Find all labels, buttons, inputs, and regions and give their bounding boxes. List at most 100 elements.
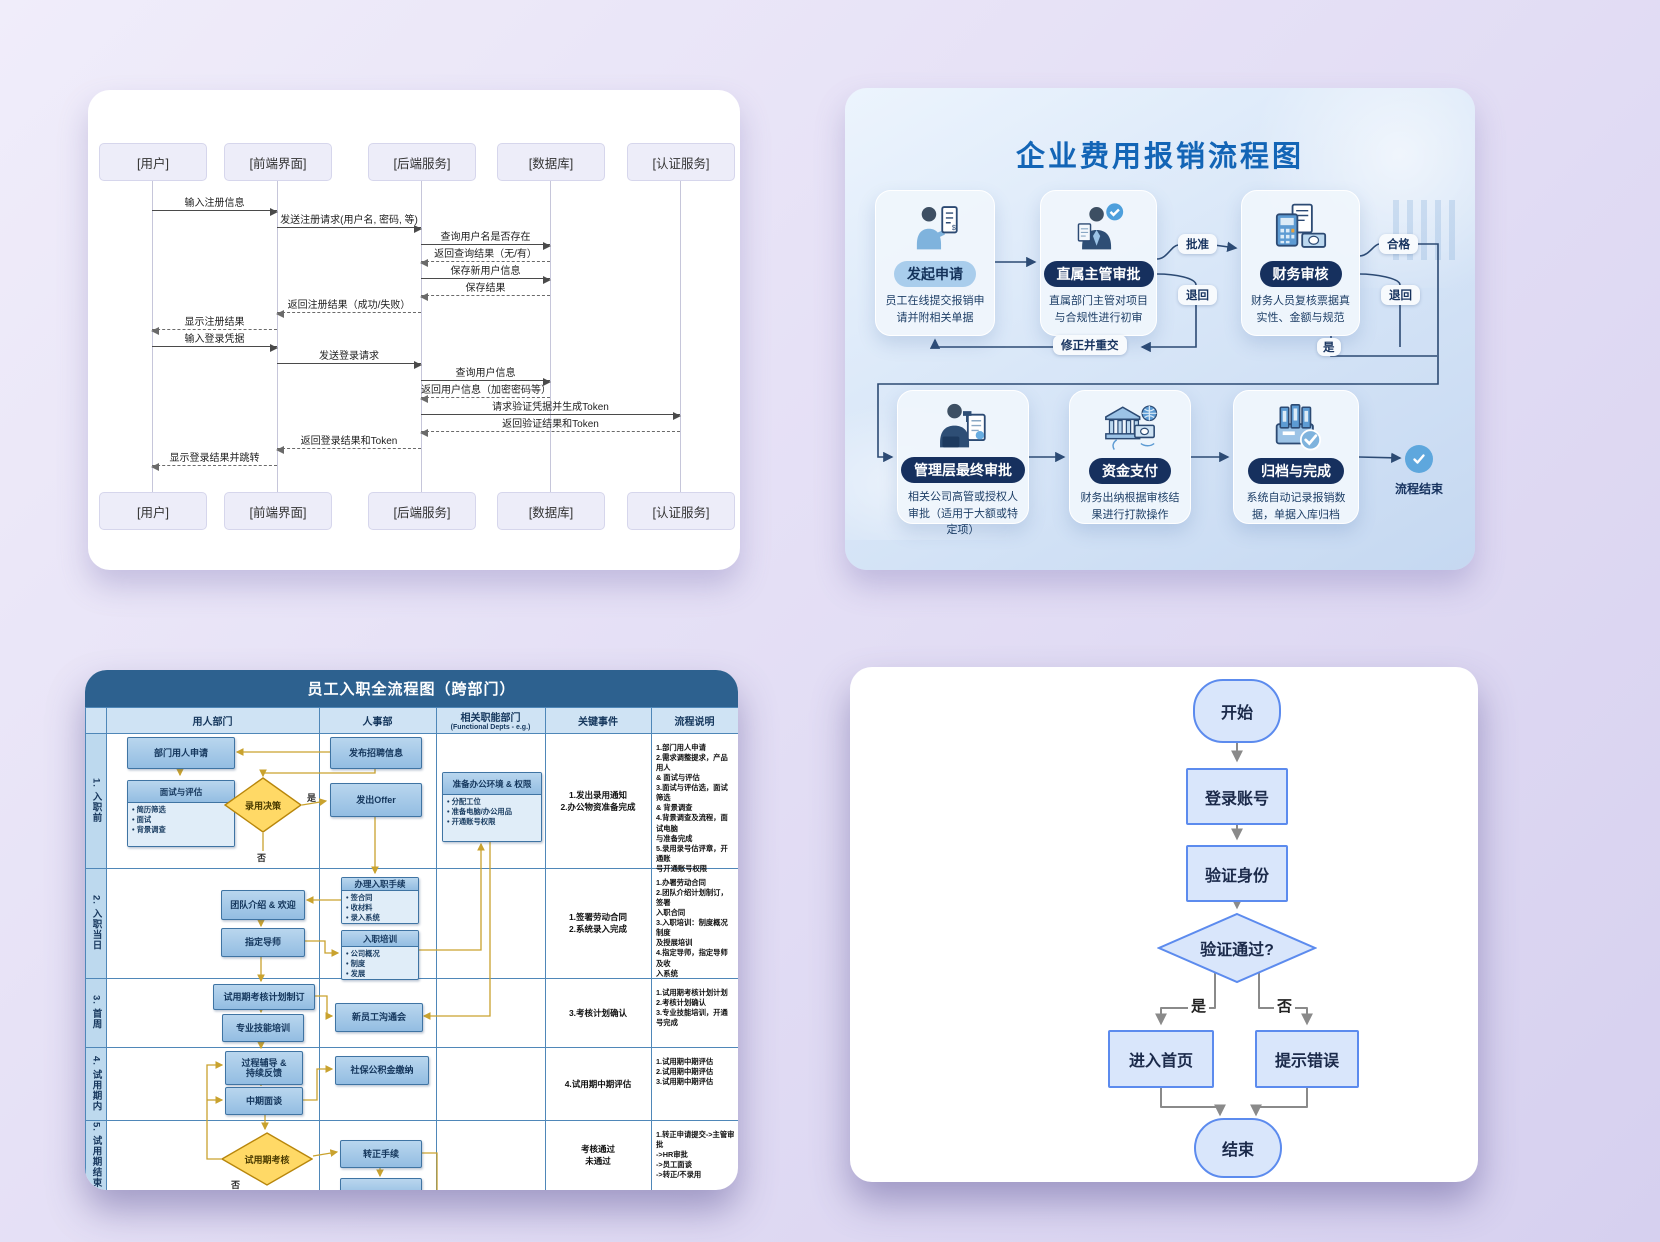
bullet-text: 简历筛选	[136, 805, 166, 814]
panel-title: 企业费用报销流程图	[1015, 141, 1304, 174]
arrow-head-icon	[414, 224, 422, 233]
seq-message: 查询用户信息	[421, 365, 551, 386]
employee-receipt-icon: $	[906, 199, 964, 261]
registration-login-sequence-panel: [用户][用户][前端界面][前端界面][后端服务][后端服务][数据库][数据…	[88, 90, 740, 570]
check-circle-icon	[1405, 445, 1433, 473]
list-box-title: 面试与评估	[128, 781, 234, 803]
seq-message: 输入注册信息	[152, 195, 278, 216]
bullet-text: 签合同	[350, 893, 373, 903]
flow-node-error: 提示错误	[1255, 1030, 1359, 1088]
list-box-title: 办理入职手续	[342, 878, 418, 892]
arrow-head-icon	[420, 428, 428, 437]
connector-label-reject-1: 退回	[1178, 285, 1217, 305]
executive-stamp-icon	[934, 399, 992, 457]
bullet-dot: •	[132, 814, 137, 824]
flow-node-start: 开始	[1193, 679, 1281, 743]
message-label: 保存新用户信息	[450, 266, 521, 277]
edge-label-yes: 是	[307, 793, 317, 803]
arrow-head-icon	[151, 326, 159, 335]
bullet-text: 发展	[350, 968, 366, 978]
flow-node-label: 验证通过?	[1200, 942, 1274, 959]
grid-hline	[85, 868, 738, 869]
flow-node-home: 进入首页	[1108, 1030, 1214, 1088]
row-label: 2. 入职当日	[90, 895, 102, 951]
message-label: 显示注册结果	[184, 317, 245, 328]
lifeline	[277, 181, 278, 492]
list-bullet: • 简历筛选	[132, 805, 234, 815]
message-label: 保存结果	[465, 283, 506, 294]
bullet-dot: •	[346, 949, 351, 958]
decision-label: 录用决策	[244, 800, 281, 811]
grid-vline	[545, 707, 546, 1190]
list-bullet: • 签合同	[346, 893, 418, 903]
arrow-head-icon	[276, 309, 284, 318]
step-card-finance: 财务审核财务人员复核票据真实性、金额与规范	[1241, 190, 1360, 336]
key-events-cell: 1.签署劳动合同 2.系统录入完成	[568, 912, 628, 934]
sequence-actor-box-top: [用户]	[99, 143, 207, 181]
column-header: 人事部	[319, 707, 436, 733]
column-header-label: 流程说明	[674, 716, 715, 728]
process-box: 部门用人申请	[127, 737, 235, 769]
list-box: 办理入职手续• 签合同• 收材料• 录入系统	[341, 877, 419, 924]
seq-message: 返回登录结果和Token	[276, 433, 421, 454]
grid-vline	[436, 707, 437, 1190]
swimlane-title: 员工入职全流程图（跨部门）	[85, 670, 738, 707]
key-events-cell: 考核通过 未通过	[580, 1144, 615, 1166]
seq-message: 发送登录请求	[277, 348, 422, 369]
expense-reimbursement-panel: 企业费用报销流程图	[845, 88, 1475, 570]
step-label-pill: 财务审核	[1259, 261, 1342, 287]
arrow-head-icon	[270, 343, 278, 352]
row-label: 3. 首周	[90, 995, 102, 1030]
sequence-actor-box-bottom: [认证服务]	[627, 492, 735, 530]
message-label: 输入注册信息	[184, 198, 245, 209]
seq-message: 输入登录凭据	[152, 331, 278, 352]
step-description: 财务出纳根据审核结果进行打款操作	[1080, 492, 1180, 521]
arrow-line	[152, 346, 277, 347]
flow-decision-diamond: 验证通过?	[1156, 912, 1318, 984]
list-bullet: • 收材料	[346, 903, 418, 913]
list-box: 准备办公环境 & 权限• 分配工位• 准备电脑/办公用品• 开通账号权限	[442, 772, 542, 842]
bullet-text: 录入系统	[350, 913, 380, 923]
step-description: 系统自动记录报销数据，单据入库归档	[1246, 492, 1346, 521]
edge-label-yes: 是	[1188, 995, 1210, 1016]
list-box-body: • 公司概况• 制度• 发展	[342, 947, 418, 979]
process-box: 发布招聘信息	[330, 737, 422, 769]
process-box: 专业技能培训	[222, 1014, 304, 1042]
bullet-text: 准备电脑/办公用品	[451, 806, 512, 816]
bullet-text: 背景调查	[136, 824, 166, 834]
step-description: 相关公司高管或授权人审批（适用于大额或特定项）	[908, 491, 1018, 536]
onboarding-swimlane-panel: 员工入职全流程图（跨部门） 用人部门人事部相关职能部门(Functional D…	[85, 670, 738, 1190]
process-box: 新员工沟通会	[335, 1003, 423, 1032]
lifeline	[680, 181, 681, 492]
arrow-line	[277, 227, 421, 228]
column-header-label: 用人部门	[192, 716, 233, 728]
step-description: 员工在线提交报销申请并附相关单据	[885, 295, 985, 324]
row-label: 4. 试用期内	[90, 1055, 102, 1112]
bullet-dot: •	[447, 797, 452, 806]
arrow-head-icon	[543, 377, 551, 386]
bullet-text: 分配工位	[451, 797, 481, 806]
arrow-line	[421, 278, 550, 279]
process-box: 试用期考核计划制订	[213, 984, 315, 1010]
message-label: 返回登录结果和Token	[300, 436, 398, 447]
bullet-dot: •	[346, 958, 351, 968]
arrow-head-icon	[151, 462, 159, 471]
bullet-dot: •	[346, 903, 351, 913]
notes-cell: 1.试用期考核计划计划 2.考核计划确认 3.专业技能培训，开通号完成	[656, 988, 728, 1028]
sequence-actor-box-bottom: [前端界面]	[224, 492, 332, 530]
column-header-label: 关键事件	[578, 716, 618, 728]
step-label-pill: 发起申请	[894, 261, 976, 287]
seq-message: 返回验证结果和Token	[420, 416, 680, 437]
list-box-body: • 简历筛选• 面试• 背景调查	[128, 803, 234, 846]
step-label-pill: 管理层最终审批	[901, 457, 1025, 483]
notes-cell: 1.试用期中期评估 2.试用期中期评估 3.试用期中期评估	[656, 1057, 714, 1087]
sequence-actor-box-bottom: [数据库]	[497, 492, 605, 530]
arrow-line	[277, 312, 421, 313]
bullet-dot: •	[447, 816, 452, 826]
seq-message: 返回用户信息（加密密码等）	[420, 382, 551, 403]
column-header: 流程说明	[651, 707, 738, 733]
arrow-head-icon	[270, 207, 278, 216]
list-bullet: • 准备电脑/办公用品	[447, 807, 541, 817]
flow-node-login: 登录账号	[1186, 768, 1288, 825]
flow-end-label: 流程结束	[1394, 482, 1443, 496]
